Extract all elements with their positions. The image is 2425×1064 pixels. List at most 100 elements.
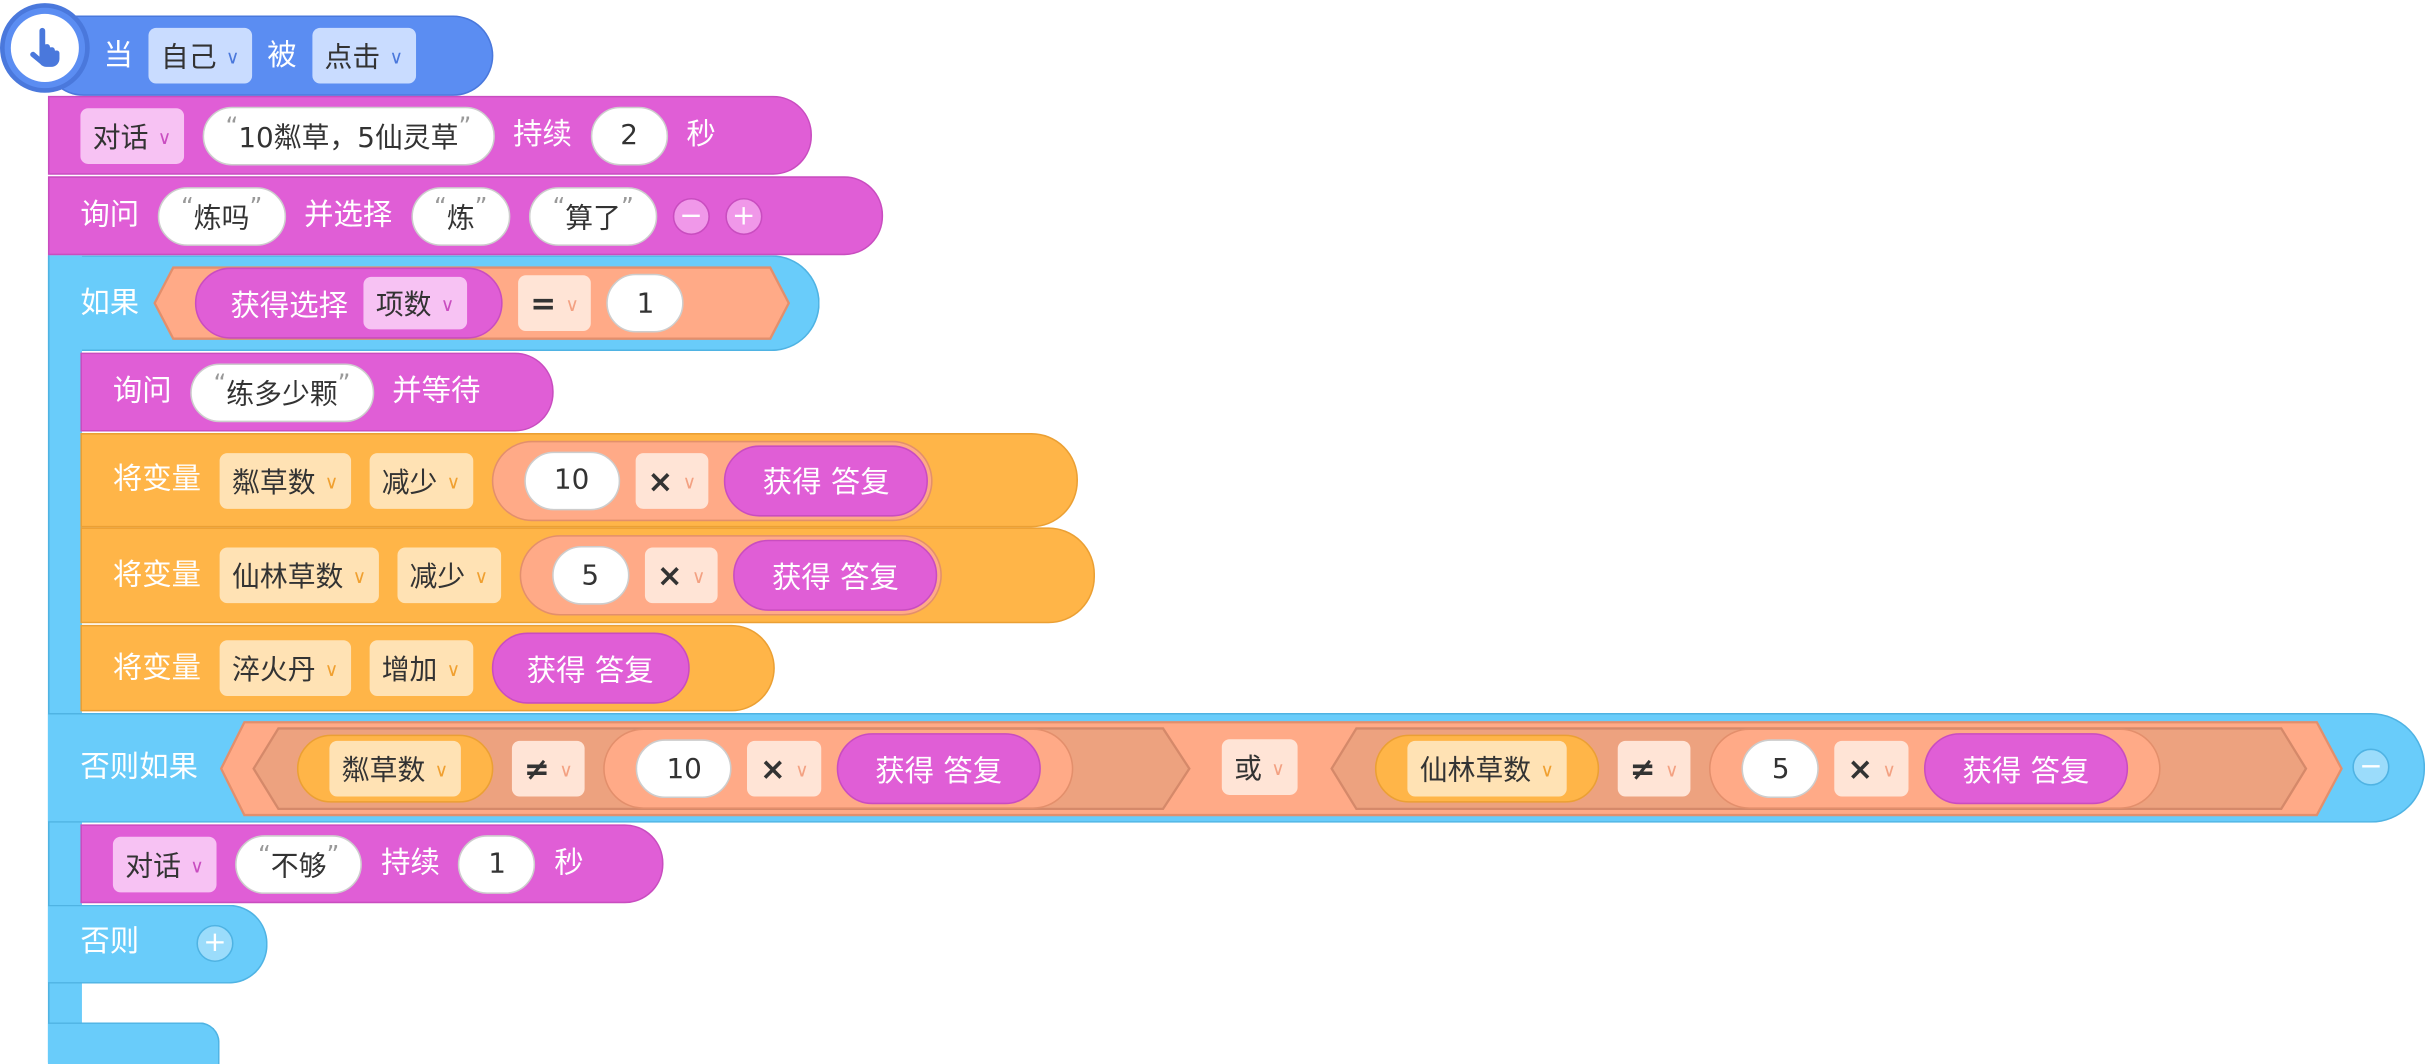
remove-option-button[interactable]: − <box>672 197 710 235</box>
var-mode-dropdown[interactable]: 增加∨ <box>369 640 473 696</box>
get-answer-reporter[interactable]: 获得 答复 <box>491 632 690 704</box>
say-text-input[interactable]: “不够” <box>234 834 363 894</box>
var-reporter[interactable]: 粼草数∨ <box>296 734 494 803</box>
compare-op-dropdown[interactable]: =∨ <box>517 275 592 331</box>
right-compare[interactable]: 仙林草数∨ ≠∨ 5 ×∨ 获得 答复 <box>1374 728 2161 809</box>
logic-op-dropdown[interactable]: 或∨ <box>1221 739 1298 795</box>
multiply-operator[interactable]: 10 ×∨ 获得 答复 <box>603 728 1074 809</box>
ask-choose-label: 并选择 <box>304 197 393 232</box>
chevron-down-icon: ∨ <box>1540 759 1555 782</box>
if-label: 如果 <box>80 285 140 320</box>
say-unit-label: 秒 <box>686 117 716 152</box>
ask-question-input[interactable]: “练多少颗” <box>190 362 374 422</box>
say-block[interactable]: 对话∨ “不够” 持续 1 秒 <box>80 824 664 904</box>
ask-choose-block[interactable]: 询问 “炼吗” 并选择 “炼” “算了” − + <box>47 176 884 256</box>
var-name-dropdown[interactable]: 仙林草数∨ <box>1407 740 1567 797</box>
chevron-down-icon: ∨ <box>440 293 455 316</box>
if-block-bottom <box>47 1022 220 1064</box>
var-name-dropdown[interactable]: 仙林草数∨ <box>219 547 379 604</box>
event-verb-label: 被 <box>267 37 297 72</box>
chevron-down-icon: ∨ <box>565 293 580 316</box>
set-var-label: 将变量 <box>112 557 202 592</box>
event-target-dropdown[interactable]: 自己∨ <box>148 27 252 84</box>
ask-option2-input[interactable]: “算了” <box>529 186 658 246</box>
get-answer-reporter[interactable]: 获得 答复 <box>733 539 938 611</box>
math-op-dropdown[interactable]: ×∨ <box>644 547 718 604</box>
say-unit-label: 秒 <box>554 845 584 881</box>
number-input[interactable]: 10 <box>523 450 620 510</box>
chevron-down-icon: ∨ <box>559 759 573 782</box>
chevron-down-icon: ∨ <box>795 759 809 782</box>
set-var-label: 将变量 <box>112 650 202 685</box>
say-type-dropdown[interactable]: 对话∨ <box>112 835 217 892</box>
chevron-down-icon: ∨ <box>474 566 489 588</box>
math-op-dropdown[interactable]: ×∨ <box>747 740 822 797</box>
add-option-button[interactable]: + <box>725 197 763 235</box>
left-compare[interactable]: 粼草数∨ ≠∨ 10 ×∨ 获得 答复 <box>296 728 1074 809</box>
else-label: 否则 <box>80 924 140 959</box>
chevron-down-icon: ∨ <box>1271 757 1285 780</box>
compare-value-input[interactable]: 1 <box>606 273 685 333</box>
say-text-input[interactable]: “10粼草，5仙灵草” <box>202 105 495 165</box>
set-var-block-1[interactable]: 将变量 粼草数∨ 减少∨ 10 ×∨ 获得 答复 <box>80 433 1078 528</box>
hand-pointer-icon <box>0 3 90 93</box>
choice-prop-dropdown[interactable]: 项数∨ <box>363 276 467 330</box>
chevron-down-icon: ∨ <box>1882 759 1897 782</box>
say-seconds-input[interactable]: 1 <box>458 834 536 894</box>
ask-wait-block[interactable]: 询问 “练多少颗” 并等待 <box>80 352 554 432</box>
chevron-down-icon: ∨ <box>324 470 339 493</box>
multiply-operator[interactable]: 10 ×∨ 获得 答复 <box>491 440 933 521</box>
elseif-label: 否则如果 <box>80 750 198 785</box>
set-var-block-2[interactable]: 将变量 仙林草数∨ 减少∨ 5 ×∨ 获得 答复 <box>80 527 1095 624</box>
say-for-label: 持续 <box>381 845 440 881</box>
chevron-down-icon: ∨ <box>352 566 367 588</box>
if-header: 如果 获得选择 项数∨ =∨ 1 <box>80 263 791 343</box>
get-choice-reporter[interactable]: 获得选择 项数∨ <box>194 267 503 339</box>
ask-wait-label: 并等待 <box>392 374 481 409</box>
event-action-dropdown[interactable]: 点击∨ <box>312 27 416 84</box>
compare-op-dropdown[interactable]: ≠∨ <box>511 740 586 797</box>
number-input[interactable]: 10 <box>636 739 733 799</box>
multiply-operator[interactable]: 5 ×∨ 获得 答复 <box>1709 728 2161 809</box>
chevron-down-icon: ∨ <box>324 658 339 681</box>
get-answer-reporter[interactable]: 获得 答复 <box>836 733 1041 805</box>
add-else-button[interactable]: + <box>196 924 234 962</box>
say-type-dropdown[interactable]: 对话∨ <box>80 107 184 164</box>
var-name-dropdown[interactable]: 粼草数∨ <box>329 740 461 797</box>
number-input[interactable]: 5 <box>551 545 629 605</box>
chevron-down-icon: ∨ <box>190 854 204 877</box>
say-for-label: 持续 <box>513 117 572 152</box>
compare-op-dropdown[interactable]: ≠∨ <box>1617 740 1691 797</box>
else-empty-slot <box>81 983 268 1023</box>
event-hat-block[interactable]: 当 自己∨ 被 点击∨ <box>43 15 494 96</box>
ask-label: 询问 <box>112 374 172 409</box>
chevron-down-icon: ∨ <box>1665 759 1679 782</box>
event-when-label: 当 <box>103 37 134 72</box>
var-name-dropdown[interactable]: 淬火丹∨ <box>219 640 351 696</box>
math-op-dropdown[interactable]: ×∨ <box>1834 740 1909 797</box>
say-block[interactable]: 对话∨ “10粼草，5仙灵草” 持续 2 秒 <box>47 95 812 175</box>
get-answer-reporter[interactable]: 获得 答复 <box>724 444 929 516</box>
chevron-down-icon: ∨ <box>389 46 404 69</box>
chevron-down-icon: ∨ <box>691 566 706 588</box>
chevron-down-icon: ∨ <box>446 658 461 681</box>
chevron-down-icon: ∨ <box>446 470 461 493</box>
var-mode-dropdown[interactable]: 减少∨ <box>397 547 501 604</box>
get-answer-reporter[interactable]: 获得 答复 <box>1923 733 2129 805</box>
remove-elseif-button[interactable]: − <box>2352 748 2390 786</box>
number-input[interactable]: 5 <box>1742 739 1820 799</box>
ask-option1-input[interactable]: “炼” <box>410 186 511 246</box>
chevron-down-icon: ∨ <box>434 759 449 782</box>
var-name-dropdown[interactable]: 粼草数∨ <box>219 452 351 509</box>
multiply-operator[interactable]: 5 ×∨ 获得 答复 <box>519 535 943 616</box>
say-seconds-input[interactable]: 2 <box>590 105 668 165</box>
var-reporter[interactable]: 仙林草数∨ <box>1374 734 1599 803</box>
ask-question-input[interactable]: “炼吗” <box>157 186 286 246</box>
var-mode-dropdown[interactable]: 减少∨ <box>369 452 473 509</box>
set-var-block-3[interactable]: 将变量 淬火丹∨ 增加∨ 获得 答复 <box>80 624 775 712</box>
chevron-down-icon: ∨ <box>225 46 240 69</box>
ask-label: 询问 <box>80 197 140 232</box>
set-var-label: 将变量 <box>112 462 202 497</box>
math-op-dropdown[interactable]: ×∨ <box>635 452 709 509</box>
